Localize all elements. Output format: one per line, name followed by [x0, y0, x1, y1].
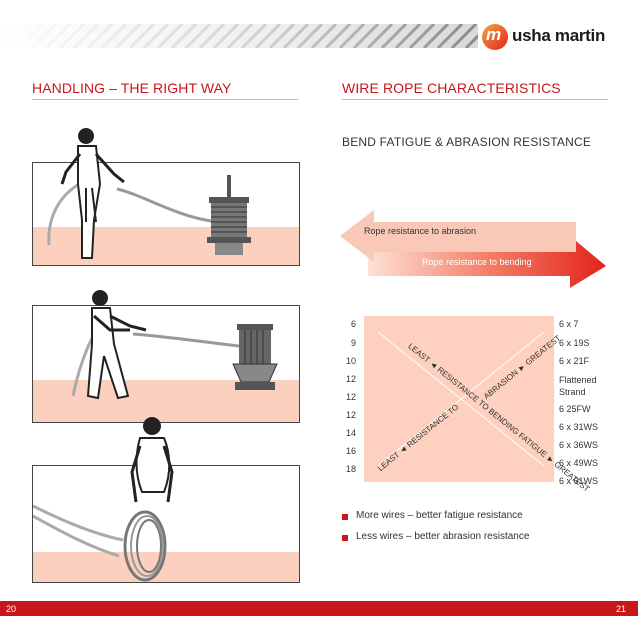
wire-count-12: 12	[345, 392, 356, 402]
left-page-number: 20	[6, 604, 17, 614]
chart-subtitle: BEND FATIGUE & ABRASION RESISTANCE	[342, 135, 592, 149]
right-page-number: 21	[616, 604, 627, 614]
bullet-square	[342, 514, 348, 520]
footer-bar	[0, 601, 638, 616]
construction-6x7: 6 x 7	[559, 319, 579, 329]
floor-band	[33, 552, 299, 582]
handling-panel-stand	[32, 305, 300, 423]
brand-logo-icon	[482, 24, 508, 50]
reel-unwinding-illustration	[47, 175, 251, 255]
worker-figure-2	[86, 290, 147, 400]
coil-illustration	[33, 504, 167, 582]
stand-reel-illustration	[71, 324, 278, 397]
construction-6x36ws: 6 x 36WS	[559, 440, 599, 450]
bullet-square	[342, 535, 348, 541]
handling-panel-reel	[32, 162, 300, 266]
worker-figure-1	[60, 128, 125, 259]
construction-6x49ws: 6 x 49WS	[559, 458, 599, 468]
wire-count-12: 12	[345, 374, 356, 384]
construction-6x21f: 6 x 21F	[559, 356, 590, 366]
brand-logo: usha martin	[482, 24, 606, 50]
right-section-title: WIRE ROPE CHARACTERISTICS	[342, 80, 561, 96]
abrasion-arrow-label: Rope resistance to abrasion	[364, 226, 477, 236]
wire-count-14: 14	[345, 428, 356, 438]
floor-band	[33, 227, 299, 265]
right-title-rule	[342, 99, 608, 100]
worker-figure-3	[130, 417, 174, 503]
left-title-rule	[32, 99, 298, 100]
brand-name: usha martin	[512, 26, 606, 45]
construction-6x19s: 6 x 19S	[559, 338, 590, 348]
wire-count-12: 12	[345, 410, 356, 420]
wire-rope-header-graphic	[0, 24, 478, 48]
left-section-title: HANDLING – THE RIGHT WAY	[32, 80, 232, 96]
fatigue-abrasion-chart: LEAST ◄ RESISTANCE TO BENDING FATIGUE ► …	[364, 316, 591, 494]
wire-count-18: 18	[345, 464, 356, 474]
construction-flattened-strand: Flattened Strand	[559, 375, 597, 397]
bending-arrow-label: Rope resistance to bending	[422, 257, 532, 267]
construction-6x61ws: 6 x 61WS	[559, 476, 599, 486]
wire-count-6: 6	[350, 319, 356, 329]
wire-count-10: 10	[345, 356, 356, 366]
construction-6x25fw: 6 25FW	[559, 404, 591, 414]
bullet-abrasion-text: Less wires – better abrasion resistance	[356, 531, 530, 542]
resistance-arrows	[340, 210, 606, 288]
handling-panel-coil	[32, 465, 300, 583]
construction-6x31ws: 6 x 31WS	[559, 422, 599, 432]
wire-count-9: 9	[350, 338, 356, 348]
bullet-fatigue-text: More wires – better fatigue resistance	[356, 510, 523, 521]
wire-count-16: 16	[345, 446, 356, 456]
chart-diagonals	[377, 331, 545, 467]
